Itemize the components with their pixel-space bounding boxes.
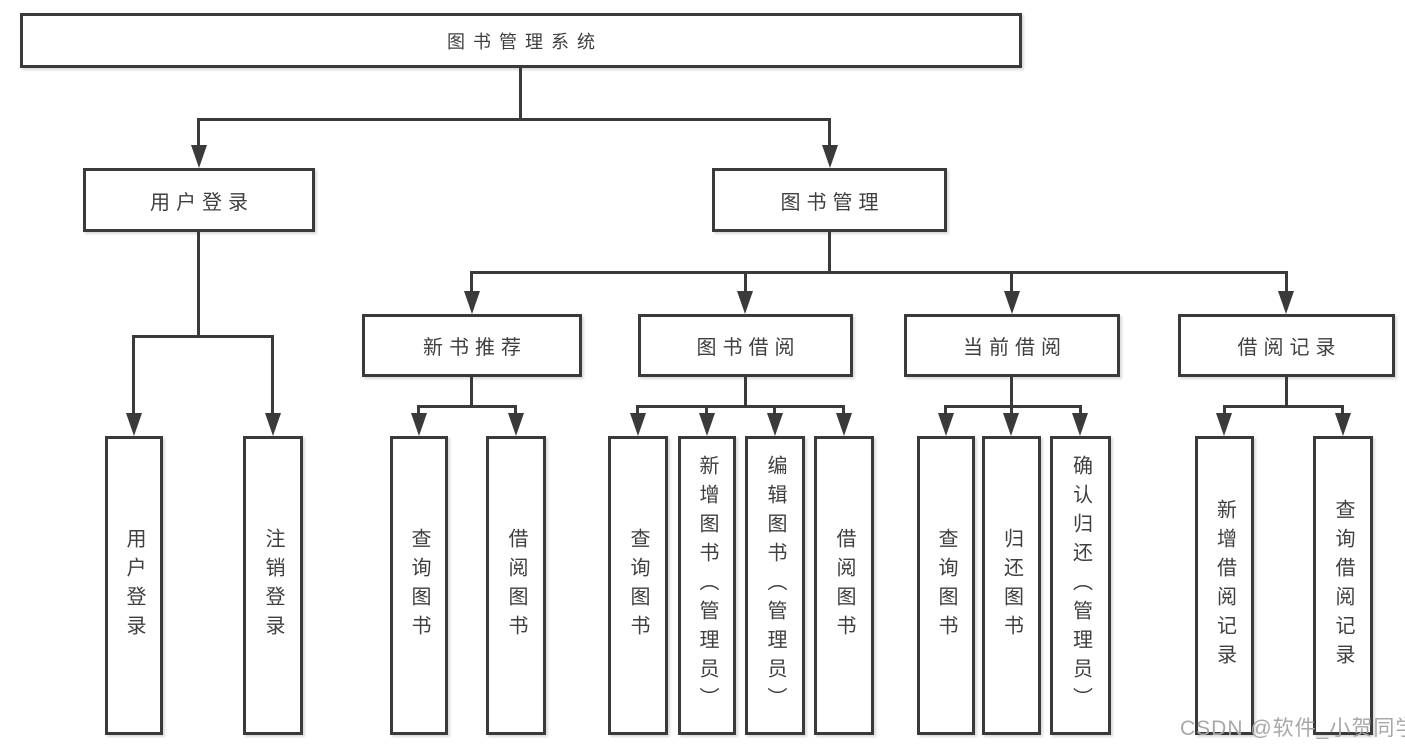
node-label: 借阅图书	[833, 527, 855, 644]
node-label: 借阅记录	[1237, 337, 1342, 359]
leaf-user-login: 用户登录	[105, 436, 163, 735]
connector-line	[470, 271, 473, 293]
node-user-login: 用户登录	[83, 168, 315, 232]
arrow-down-icon	[191, 145, 207, 168]
connector-line	[1341, 405, 1344, 415]
leaf-query-books-3: 查询图书	[917, 436, 975, 735]
node-label: 查询图书	[935, 527, 957, 644]
arrow-down-icon	[767, 413, 783, 436]
node-label: 查询借阅记录	[1332, 498, 1354, 673]
node-label: 图书管理系统	[447, 31, 603, 52]
leaf-return-books: 归还图书	[982, 436, 1041, 735]
leaf-logout: 注销登录	[243, 436, 303, 735]
leaf-query-books-2: 查询图书	[608, 436, 668, 735]
arrow-down-icon	[508, 413, 524, 436]
arrow-down-icon	[1003, 413, 1019, 436]
connector-line	[1010, 405, 1013, 415]
node-library-management-system: 图书管理系统	[20, 13, 1022, 68]
connector-line	[744, 377, 747, 405]
connector-line	[636, 405, 639, 415]
node-label: 编辑图书（管理员）	[764, 455, 786, 716]
arrow-down-icon	[699, 413, 715, 436]
connector-line	[828, 118, 831, 148]
connector-line	[773, 405, 776, 415]
leaf-borrow-books-1: 借阅图书	[486, 436, 546, 735]
leaf-add-borrow-record: 新增借阅记录	[1195, 436, 1254, 735]
connector-line	[1285, 377, 1288, 405]
arrow-down-icon	[737, 291, 753, 314]
arrow-down-icon	[265, 413, 281, 436]
connector-line	[1010, 271, 1013, 293]
arrow-down-icon	[126, 413, 142, 436]
connector-line	[1223, 405, 1344, 408]
node-label: 新书推荐	[423, 337, 527, 359]
node-borrow-records: 借阅记录	[1178, 314, 1395, 377]
arrow-down-icon	[938, 413, 954, 436]
connector-line	[519, 68, 522, 118]
arrow-down-icon	[1072, 413, 1088, 436]
node-label: 确认归还（管理员）	[1069, 455, 1092, 716]
connector-line	[514, 405, 517, 415]
connector-line	[944, 405, 947, 415]
node-label: 用户登录	[150, 191, 254, 214]
leaf-confirm-return-admin: 确认归还（管理员）	[1050, 436, 1111, 735]
node-label: 新增借阅记录	[1213, 498, 1236, 673]
node-current-borrow: 当前借阅	[904, 314, 1120, 377]
connector-line	[705, 405, 708, 415]
node-book-management: 图书管理	[712, 168, 947, 232]
connector-line	[470, 271, 1288, 274]
node-label: 查询图书	[408, 527, 430, 644]
connector-line	[197, 232, 200, 335]
arrow-down-icon	[836, 413, 852, 436]
node-label: 借阅图书	[505, 527, 527, 644]
arrow-down-icon	[464, 291, 480, 314]
arrow-down-icon	[822, 145, 838, 168]
leaf-add-books-admin: 新增图书（管理员）	[678, 436, 736, 735]
connector-line	[132, 335, 135, 415]
node-book-borrow: 图书借阅	[638, 314, 853, 377]
connector-line	[197, 118, 831, 121]
connector-line	[1010, 377, 1013, 405]
node-label: 归还图书	[1000, 527, 1023, 644]
connector-line	[744, 271, 747, 293]
leaf-edit-books-admin: 编辑图书（管理员）	[745, 436, 805, 735]
connector-line	[1079, 405, 1082, 415]
connector-line	[842, 405, 845, 415]
arrow-down-icon	[1278, 291, 1294, 314]
arrow-down-icon	[411, 413, 427, 436]
connector-line	[1285, 271, 1288, 293]
node-label: 当前借阅	[963, 337, 1067, 359]
leaf-query-books-1: 查询图书	[390, 436, 448, 735]
connector-line	[271, 335, 274, 415]
connector-line	[944, 405, 1082, 408]
leaf-borrow-books-2: 借阅图书	[814, 436, 874, 735]
node-label: 用户登录	[123, 527, 145, 644]
leaf-query-borrow-record: 查询借阅记录	[1313, 436, 1373, 735]
connector-line	[636, 405, 845, 408]
connector-line	[417, 405, 420, 415]
arrow-down-icon	[1004, 291, 1020, 314]
connector-line	[828, 232, 831, 271]
connector-line	[470, 377, 473, 405]
arrow-down-icon	[630, 413, 646, 436]
connector-line	[417, 405, 517, 408]
connector-line	[132, 335, 274, 338]
csdn-watermark: CSDN @软件_小贺同学	[1180, 717, 1405, 740]
node-label: 查询图书	[627, 527, 649, 644]
connector-line	[1223, 405, 1226, 415]
node-new-book-recommend: 新书推荐	[362, 314, 582, 377]
node-label: 注销登录	[262, 527, 284, 644]
node-label: 图书借阅	[696, 337, 801, 359]
arrow-down-icon	[1335, 413, 1351, 436]
node-label: 新增图书（管理员）	[696, 455, 718, 716]
node-label: 图书管理	[780, 191, 885, 214]
connector-line	[197, 118, 200, 148]
arrow-down-icon	[1216, 413, 1232, 436]
